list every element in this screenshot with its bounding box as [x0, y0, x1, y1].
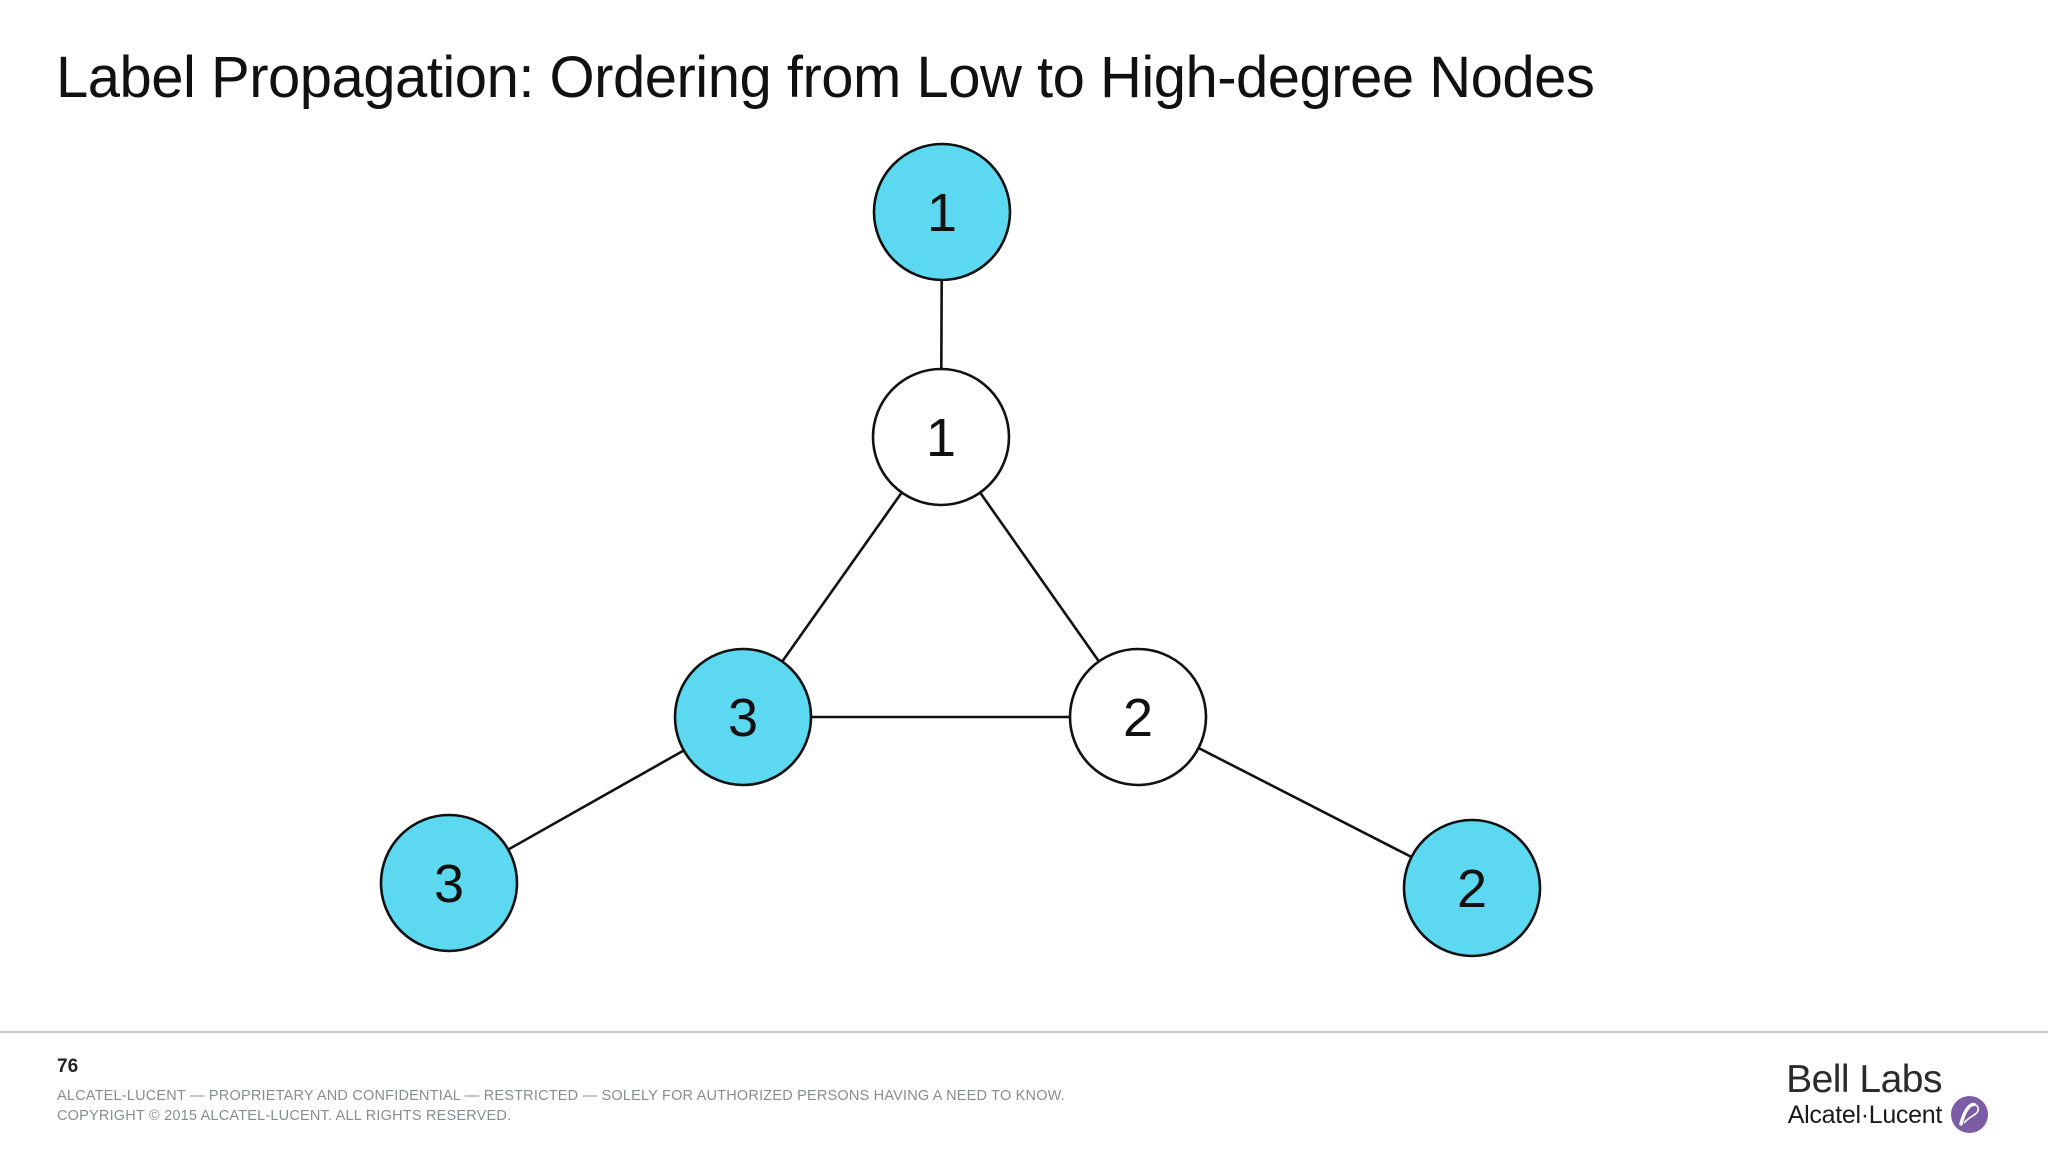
graph-node-label-right-leaf: 2: [1457, 859, 1487, 919]
graph-node-left-leaf: [379, 813, 519, 953]
footer-legal-line2: COPYRIGHT © 2015 ALCATEL-LUCENT. ALL RIG…: [57, 1108, 512, 1124]
graph-node-label-right-hub: 2: [1123, 688, 1153, 748]
graph-node-left-hub: [673, 647, 813, 787]
brand-block: Bell Labs Alcatel·Lucent: [1786, 1058, 1988, 1133]
footer-divider: [0, 1031, 2048, 1033]
graph-node-top-leaf: [872, 142, 1012, 282]
alcatel-lucent-emblem-icon: [1951, 1096, 1988, 1133]
graph-node-right-hub: [1068, 647, 1208, 787]
brand-bell-labs-wordmark: Bell Labs: [1786, 1058, 1942, 1101]
graph-node-right-leaf: [1402, 818, 1542, 958]
brand-alcatel-lucent-wordmark: Alcatel·Lucent: [1787, 1101, 1943, 1129]
graph-node-top-hub: [871, 367, 1011, 507]
graph-node-label-top-hub: 1: [926, 408, 956, 468]
slide-title: Label Propagation: Ordering from Low to …: [56, 45, 1595, 110]
graph-node-label-left-leaf: 3: [434, 854, 464, 914]
graph-node-label-left-hub: 3: [728, 688, 758, 748]
graph-node-label-top-leaf: 1: [927, 183, 957, 243]
footer-legal: ALCATEL-LUCENT — PROPRIETARY AND CONFIDE…: [57, 1086, 1065, 1126]
page-number: 76: [57, 1056, 79, 1077]
footer-legal-line1: ALCATEL-LUCENT — PROPRIETARY AND CONFIDE…: [57, 1088, 1065, 1104]
